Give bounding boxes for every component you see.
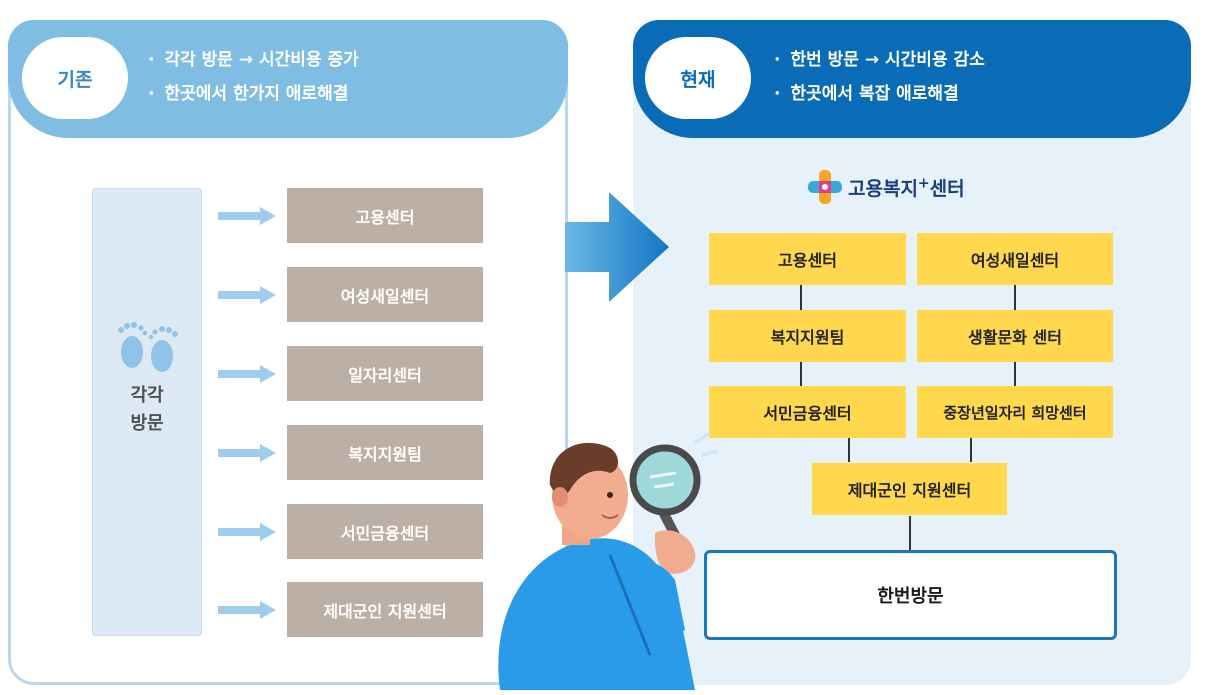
arrow-right-icon — [218, 523, 276, 541]
new-center-box: 제대군인 지원센터 — [812, 463, 1007, 515]
new-center-box: 서민금융센터 — [709, 386, 906, 438]
old-center-box: 서민금융센터 — [287, 504, 483, 559]
logo-plus: + — [917, 175, 930, 192]
arrow-right-icon — [218, 365, 276, 383]
separate-visit-box — [92, 188, 202, 636]
after-point: 한곳에서 복잡 애로해결 — [774, 77, 985, 111]
logo-text-main: 고용복지 — [848, 178, 918, 200]
person-magnifier-illustration — [498, 431, 719, 690]
arrow-right-icon — [218, 444, 276, 462]
after-point: 한번 방문 → 시간비용 감소 — [774, 43, 984, 77]
separate-visit-label-line2: 방문 — [130, 413, 164, 434]
connector-line — [1014, 362, 1016, 386]
arrow-right-icon — [218, 207, 276, 225]
new-center-box: 생활문화 센터 — [917, 310, 1113, 362]
before-badge: 기존 — [22, 37, 128, 119]
connector-line — [1014, 285, 1016, 310]
old-center-box: 여성새일센터 — [287, 267, 483, 322]
after-badge: 현재 — [645, 37, 751, 119]
before-points: 각각 방문 → 시간비용 증가 한곳에서 한가지 애로해결 — [148, 43, 359, 111]
arrow-right-icon — [218, 286, 276, 304]
one-visit-box: 한번방문 — [704, 550, 1117, 640]
big-arrow-right-icon — [565, 192, 669, 302]
separate-visit-label-line1: 각각 — [130, 385, 164, 406]
after-points: 한번 방문 → 시간비용 감소 한곳에서 복잡 애로해결 — [774, 43, 985, 111]
arrow-right-icon — [218, 601, 276, 619]
new-center-box: 여성새일센터 — [917, 233, 1113, 285]
before-point: 한곳에서 한가지 애로해결 — [148, 77, 359, 111]
old-center-box: 제대군인 지원센터 — [287, 582, 483, 637]
new-center-box: 복지지원팀 — [709, 310, 906, 362]
connector-line — [800, 362, 802, 386]
old-center-box: 일자리센터 — [287, 346, 483, 401]
connector-line — [848, 438, 850, 462]
new-center-box: 고용센터 — [709, 233, 906, 285]
before-point: 각각 방문 → 시간비용 증가 — [148, 43, 358, 77]
connector-line — [800, 285, 802, 310]
logo-text-suffix: 센터 — [929, 178, 965, 200]
connector-line — [970, 438, 972, 462]
center-logo-text: 고용복지+센터 — [848, 174, 965, 201]
connector-line — [909, 516, 911, 550]
old-center-box: 고용센터 — [287, 188, 483, 243]
footprints-icon — [118, 322, 178, 372]
employment-welfare-logo-icon — [808, 170, 842, 204]
new-center-box: 중장년일자리 희망센터 — [917, 386, 1113, 438]
old-center-box: 복지지원팀 — [287, 425, 483, 480]
